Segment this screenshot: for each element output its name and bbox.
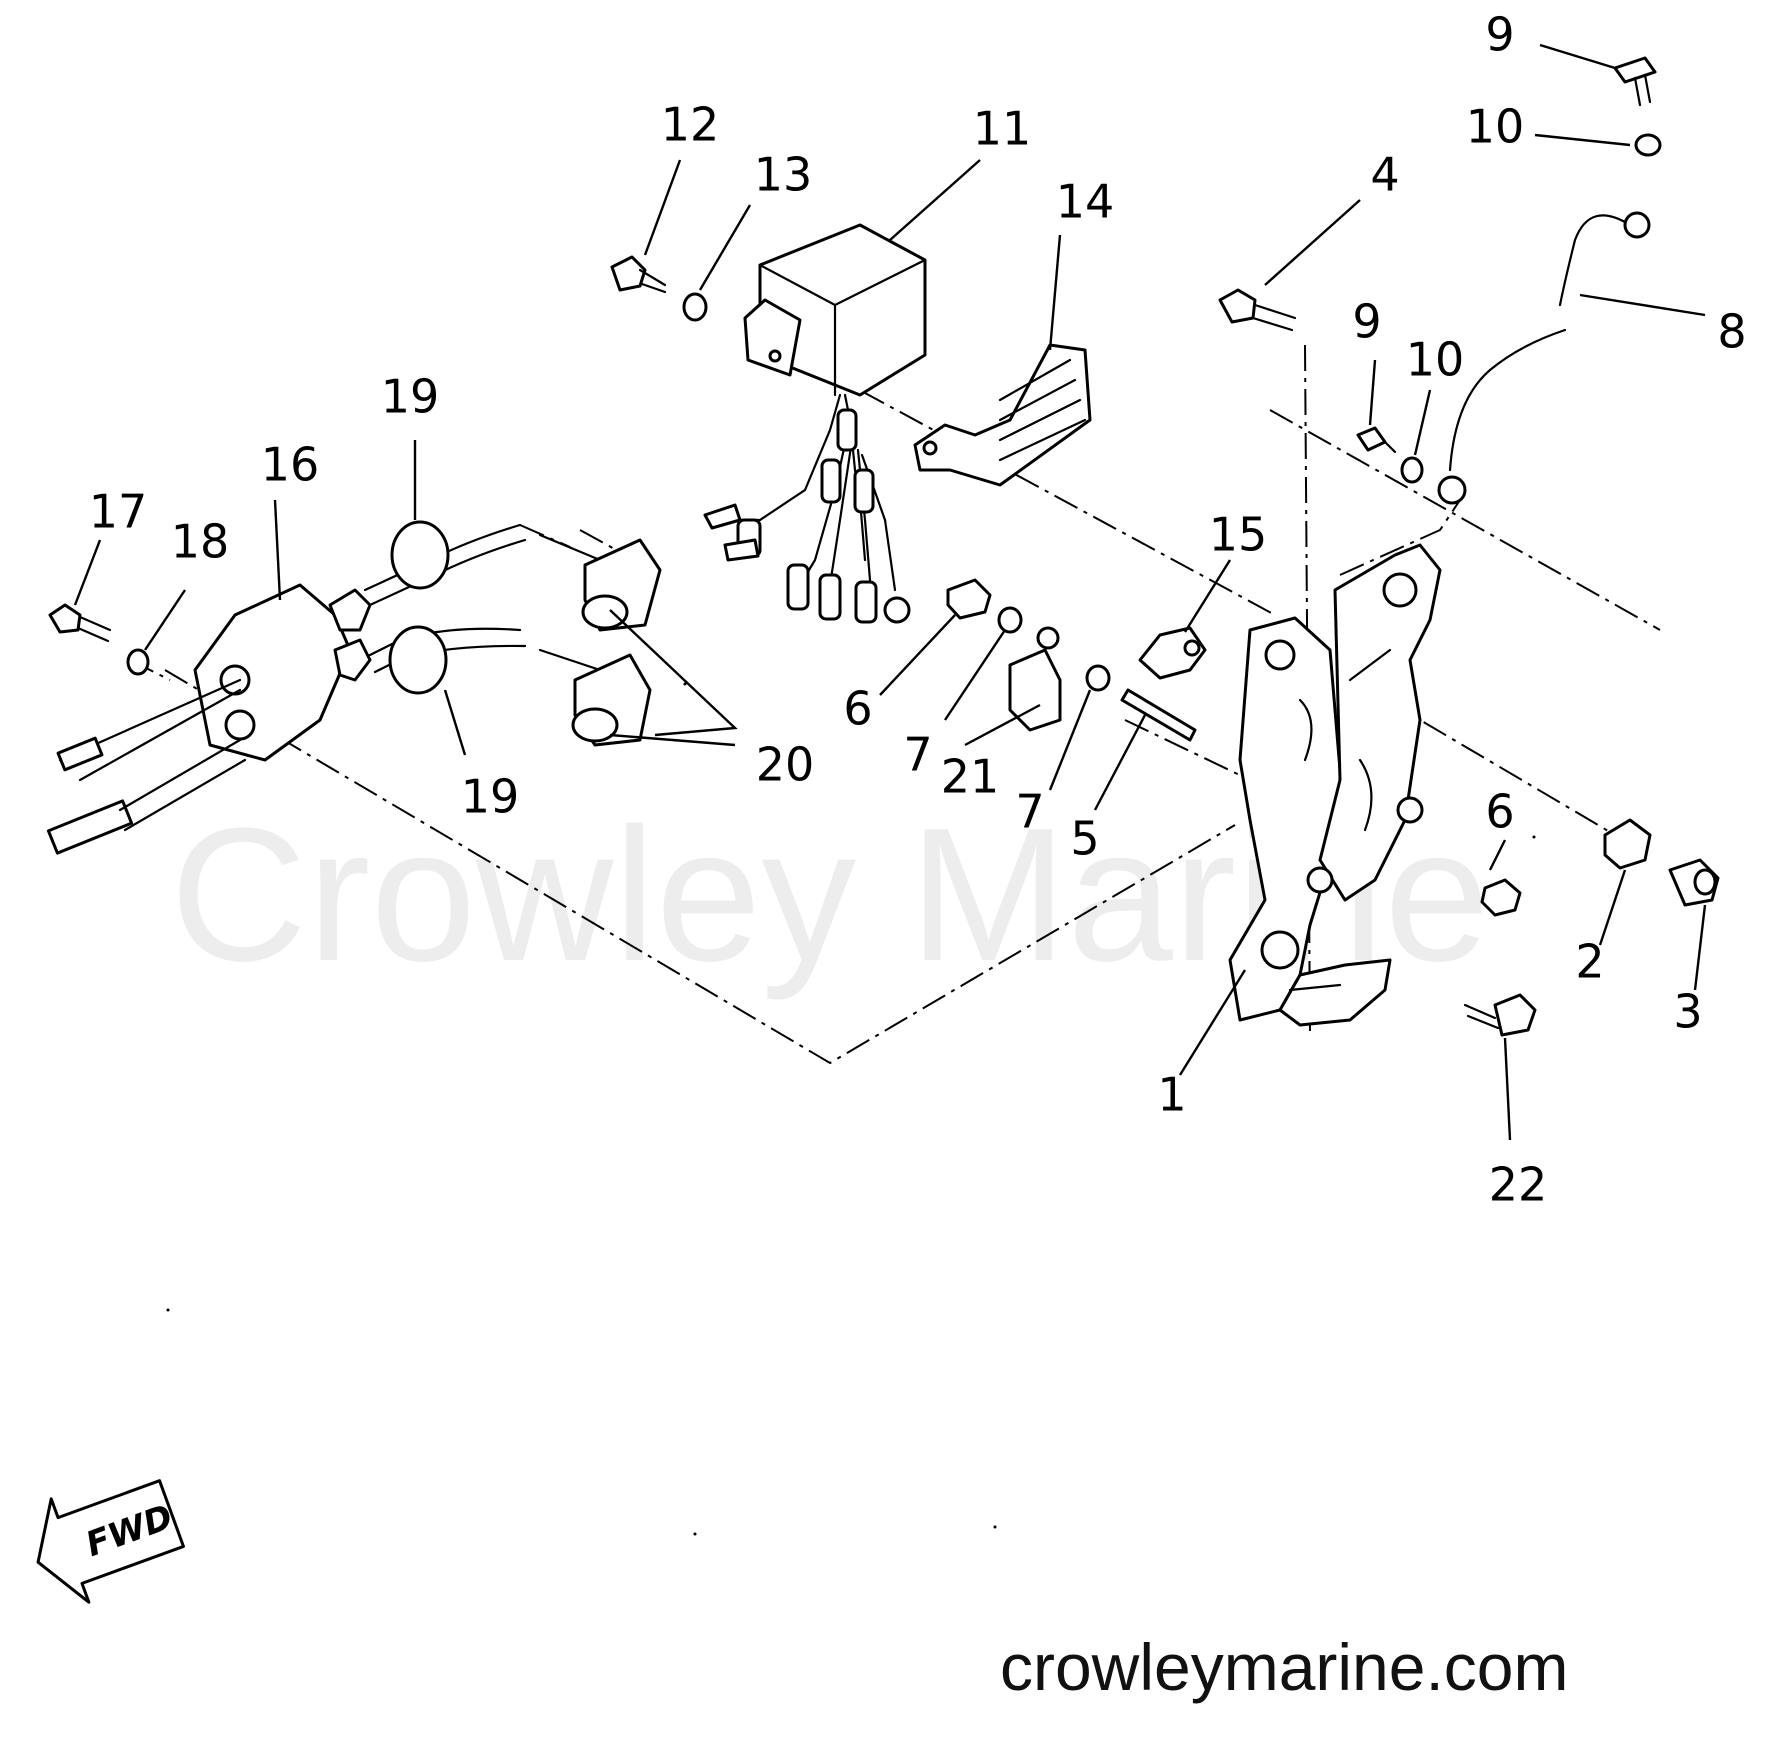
bracket-part-1 — [1228, 543, 1442, 1027]
callout-22: 22 — [1489, 1158, 1548, 1212]
callout-15: 15 — [1209, 508, 1268, 562]
callout-6-right: 6 — [1485, 785, 1514, 839]
callout-3: 3 — [1673, 985, 1702, 1039]
callout-1: 1 — [1157, 1068, 1186, 1122]
forward-arrow: FWD — [36, 1479, 185, 1604]
site-url: crowleymarine.com — [1000, 1630, 1568, 1704]
callout-20: 20 — [756, 738, 815, 792]
callout-9-mid: 9 — [1352, 295, 1381, 349]
rectifier-part-14 — [913, 343, 1092, 487]
leader-lines — [73, 43, 1707, 1141]
callout-21: 21 — [941, 750, 1000, 804]
callout-7-right: 7 — [1015, 785, 1044, 839]
spark-plug-caps-part-20 — [571, 538, 662, 747]
cdi-unit-part-11 — [703, 223, 927, 624]
callout-2: 2 — [1575, 935, 1604, 989]
callout-12: 12 — [661, 98, 720, 152]
callout-19-bottom: 19 — [461, 770, 520, 824]
ignition-coil-part-16 — [46, 520, 602, 855]
callout-17: 17 — [89, 485, 148, 539]
callout-10-mid: 10 — [1406, 333, 1465, 387]
callout-4: 4 — [1370, 148, 1399, 202]
callout-14: 14 — [1056, 175, 1115, 229]
callout-8: 8 — [1717, 305, 1746, 359]
scan-specks — [166, 682, 1536, 1536]
callout-6-left: 6 — [843, 682, 872, 736]
callout-5: 5 — [1070, 812, 1099, 866]
callout-9-top: 9 — [1485, 8, 1514, 62]
fasteners — [48, 56, 1720, 1037]
callout-numbers: 1 2 3 4 5 6 6 7 7 8 9 9 10 10 11 12 13 1… — [89, 8, 1747, 1212]
callout-19-top: 19 — [381, 370, 440, 424]
callout-16: 16 — [261, 438, 320, 492]
callout-7-left: 7 — [903, 728, 932, 782]
callout-10-top: 10 — [1466, 100, 1525, 154]
callout-11: 11 — [973, 102, 1032, 156]
callout-13: 13 — [754, 148, 813, 202]
callout-18: 18 — [171, 515, 230, 569]
